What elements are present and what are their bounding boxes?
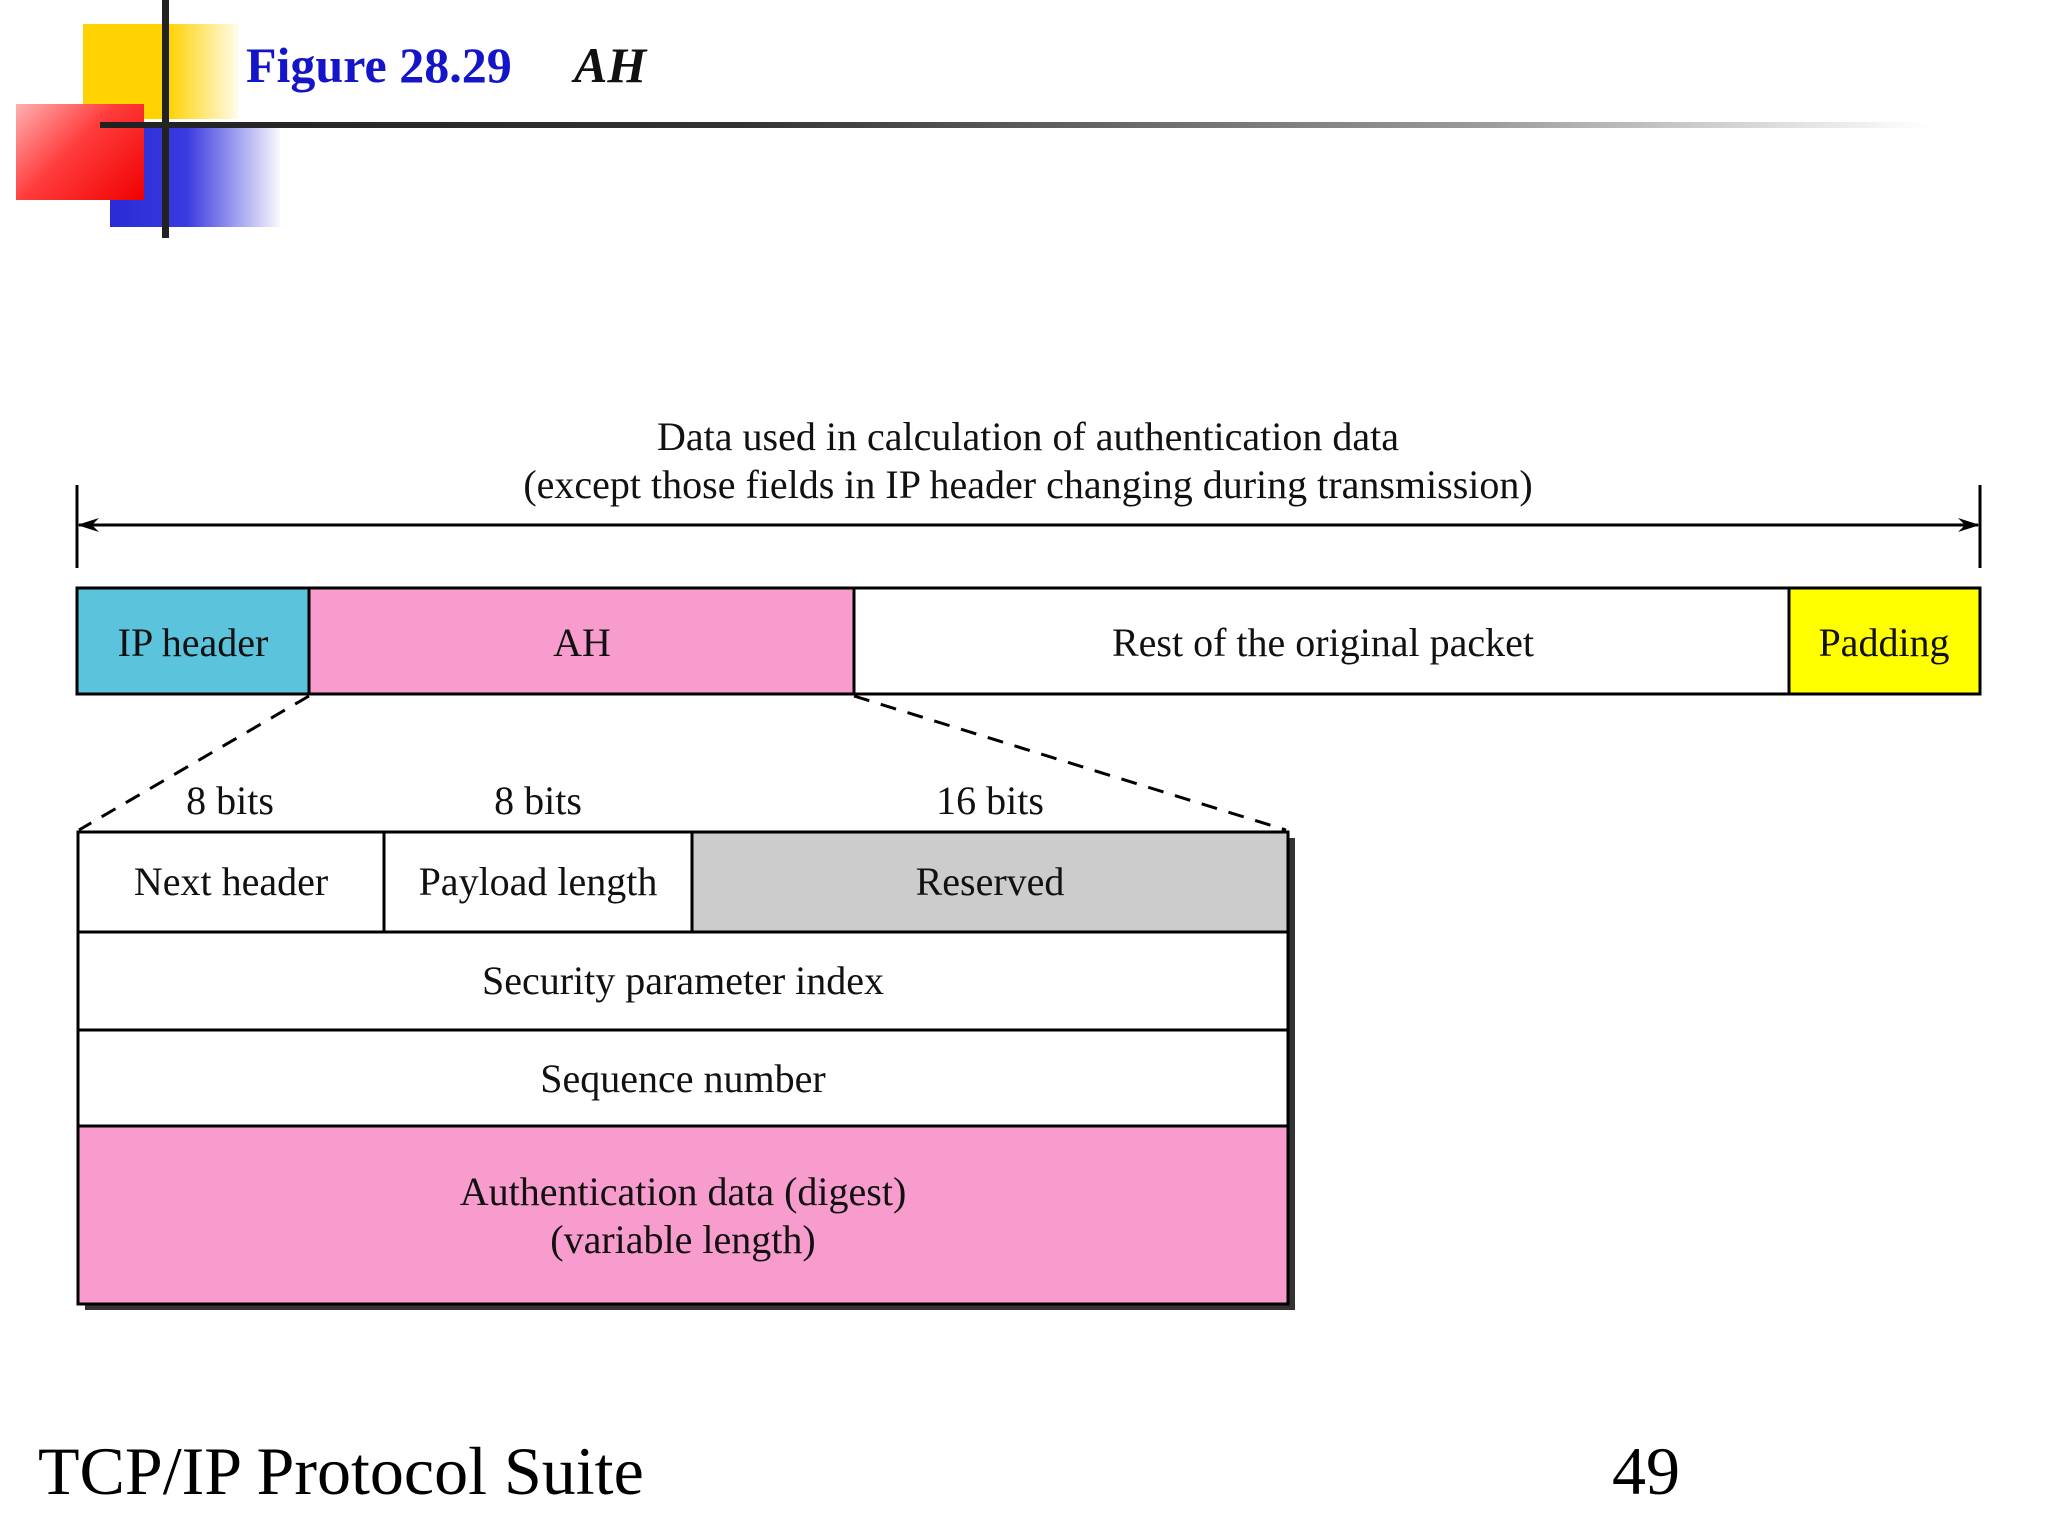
field-sequence-box — [76, 1028, 1290, 1128]
packet-rest-box — [852, 586, 1791, 696]
field-sequence-label: Sequence number — [540, 1056, 825, 1101]
decor-red-square — [16, 104, 144, 200]
bit-label-payload-length: 8 bits — [494, 778, 582, 823]
field-payload-length-label: Payload length — [419, 859, 658, 904]
field-auth-data-box — [76, 1124, 1290, 1306]
field-spi-label: Security parameter index — [482, 958, 884, 1003]
packet-ip-header-label: IP header — [118, 620, 269, 665]
span-label-line2: (except those fields in IP header changi… — [523, 462, 1532, 507]
field-next-header-label: Next header — [134, 859, 328, 904]
decor-yellow-square — [83, 24, 238, 119]
packet-padding-box — [1787, 586, 1982, 696]
span-label-line1: Data used in calculation of authenticati… — [657, 414, 1399, 459]
packet-rest-label: Rest of the original packet — [1112, 620, 1534, 665]
figure-number: Figure 28.29 — [246, 37, 512, 93]
packet-ah-box — [307, 586, 856, 696]
field-auth-data-line2: (variable length) — [550, 1217, 815, 1262]
field-next-header-box — [76, 830, 386, 934]
decor-horizontal-rule — [100, 122, 1930, 128]
field-reserved-label: Reserved — [916, 859, 1065, 904]
field-auth-data-line1: Authentication data (digest) — [460, 1169, 907, 1214]
bit-label-reserved: 16 bits — [936, 778, 1044, 823]
figure-name: AH — [574, 37, 647, 93]
packet-ah-label: AH — [553, 620, 611, 665]
expand-right-dashed — [853, 694, 1287, 832]
packet-ip-header-box — [75, 586, 311, 696]
footer-title: TCP/IP Protocol Suite — [38, 1433, 644, 1509]
decor-vertical-rule — [162, 0, 169, 238]
bit-label-next-header: 8 bits — [186, 778, 274, 823]
page-number: 49 — [1612, 1433, 1680, 1509]
packet-padding-label: Padding — [1818, 620, 1949, 665]
field-reserved-box — [690, 830, 1290, 934]
